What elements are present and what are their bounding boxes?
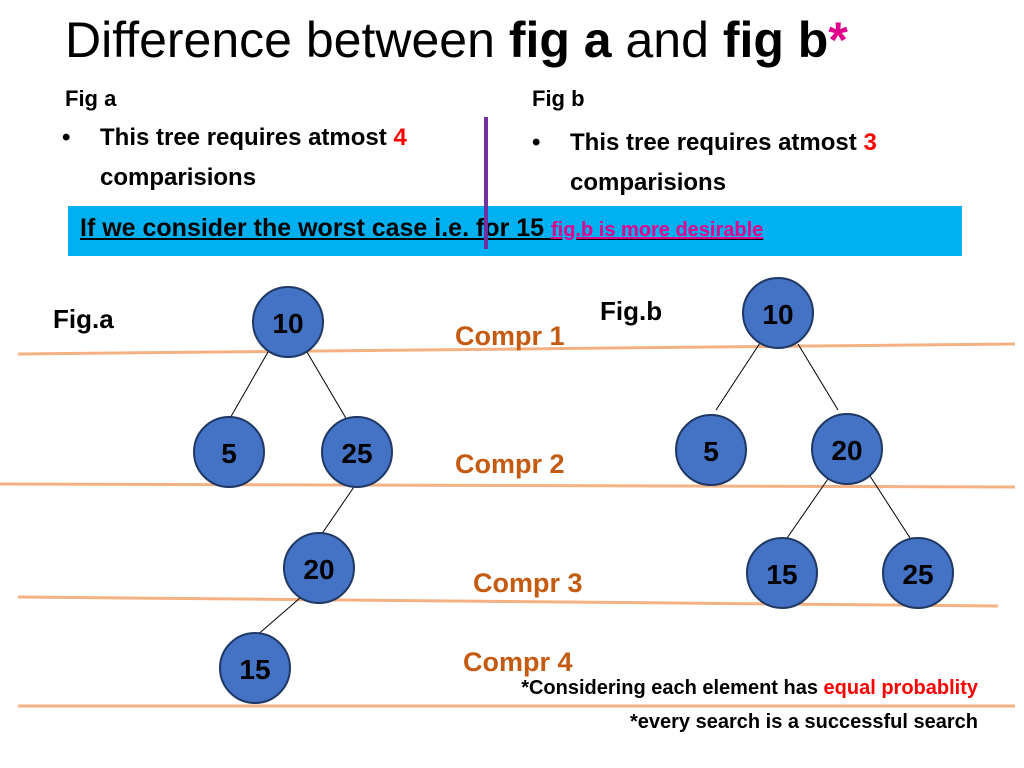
- level-line-1: [17, 342, 1016, 356]
- fig-a-node-20-label: 20: [303, 554, 334, 585]
- fig-a-bullet-line2: comparisions: [100, 164, 257, 191]
- edge-a-10-5: [228, 351, 269, 421]
- edge-a-20-15: [254, 597, 301, 638]
- fig-a-node-15: 15: [219, 632, 291, 704]
- fig-a-node-10-label: 10: [272, 308, 303, 339]
- fig-a-node-20: 20: [283, 532, 355, 604]
- fig-a-label: Fig.a: [53, 304, 114, 334]
- fig-a-heading: Fig a: [65, 86, 117, 111]
- fig-b-node-5: 5: [675, 414, 747, 486]
- compr-label-3: Compr 3: [473, 568, 583, 598]
- edge-b-10-5: [715, 342, 761, 411]
- footnote-2: *every search is a successful search: [629, 711, 978, 733]
- level-line-3: [17, 595, 999, 608]
- fig-b-node-10-label: 10: [762, 299, 793, 330]
- fig-b-node-15-label: 15: [766, 559, 797, 590]
- compr-label-1: Compr 1: [455, 321, 565, 351]
- compr-label-2: Compr 2: [455, 449, 565, 479]
- footnote-1-text: *Considering each element has: [521, 677, 824, 699]
- bullet-dot-icon: •: [62, 124, 71, 151]
- fig-b-heading: Fig b: [532, 86, 585, 111]
- fig-a-node-15-label: 15: [239, 654, 270, 685]
- fig-b-node-25-label: 25: [902, 559, 933, 590]
- fig-b-node-5-label: 5: [703, 436, 719, 467]
- level-line-2: [0, 482, 1016, 489]
- fig-b-node-15: 15: [746, 537, 818, 609]
- title-prefix: Difference between: [65, 12, 509, 68]
- edge-a-10-25: [306, 351, 348, 421]
- edge-a-25-20: [318, 483, 357, 539]
- fig-a-node-10: 10: [252, 286, 324, 358]
- title-fig-b: fig b: [722, 12, 829, 68]
- banner-text: If we consider the worst case i.e. for 1…: [80, 214, 763, 243]
- conclusion-banner: [68, 206, 962, 256]
- fig-b-bullet: • This tree requires atmost 3 comparision…: [532, 123, 972, 203]
- fig-a-node-25: 25: [321, 416, 393, 488]
- fig-b-node-25: 25: [882, 537, 954, 609]
- fig-b-bullet-line2: comparisions: [570, 169, 727, 196]
- fig-a-node-5-label: 5: [221, 438, 237, 469]
- edge-b-20-25: [869, 475, 913, 542]
- bullet-dot-icon: •: [532, 129, 541, 156]
- footnote-1: *Considering each element has equal prob…: [380, 677, 978, 700]
- fig-b-bullet-text: This tree requires atmost: [570, 129, 864, 156]
- banner-main-text: If we consider the worst case i.e. for 1…: [80, 214, 551, 242]
- fig-b-node-20-label: 20: [831, 435, 862, 466]
- fig-a-node-25-label: 25: [341, 438, 372, 469]
- fig-b-node-10: 10: [742, 277, 814, 349]
- footnote-1-highlight: equal probablity: [823, 677, 978, 699]
- slide-title: Difference between fig a and fig b*: [65, 6, 848, 74]
- title-star: *: [828, 12, 848, 68]
- fig-a-bullet-text: This tree requires atmost: [100, 124, 394, 151]
- fig-a-node-5: 5: [193, 416, 265, 488]
- title-middle: and: [611, 12, 723, 68]
- edge-b-10-20: [797, 343, 839, 411]
- fig-a-bullet: • This tree requires atmost 4 comparision…: [62, 118, 492, 198]
- fig-b-bullet-count: 3: [863, 129, 877, 156]
- title-fig-a: fig a: [508, 12, 612, 68]
- fig-b-node-20: 20: [811, 413, 883, 485]
- fig-b-label: Fig.b: [600, 296, 663, 326]
- edge-b-20-15: [784, 475, 831, 542]
- compr-label-4: Compr 4: [463, 647, 573, 677]
- banner-highlight: fig.b is more desirable: [551, 219, 764, 241]
- fig-a-bullet-count: 4: [393, 124, 407, 151]
